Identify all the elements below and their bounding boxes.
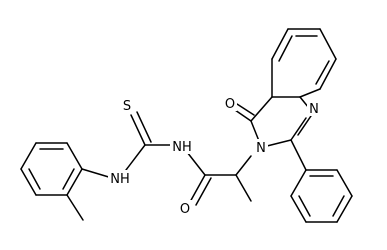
bond xyxy=(186,151,206,176)
bond xyxy=(20,168,37,196)
bond xyxy=(235,155,252,176)
atom-label: N xyxy=(256,141,266,156)
bond xyxy=(66,194,84,221)
bond xyxy=(250,96,273,122)
atom-label: O xyxy=(180,202,190,217)
atom-NH-thiourea-left: NH xyxy=(108,170,132,187)
bond xyxy=(236,103,255,116)
bond xyxy=(195,177,212,206)
bond xyxy=(290,117,307,141)
atom-label: O xyxy=(225,97,235,112)
bond xyxy=(332,195,345,217)
atom-label: NH xyxy=(172,140,192,155)
bond xyxy=(189,174,206,203)
bond xyxy=(66,168,83,196)
bond xyxy=(125,144,146,171)
bond xyxy=(298,195,311,217)
bond xyxy=(297,112,314,136)
bond xyxy=(136,111,152,143)
bond xyxy=(290,195,307,223)
bond xyxy=(66,142,83,170)
atom-N-ring-1: N xyxy=(307,100,321,117)
bond xyxy=(81,168,113,179)
bond xyxy=(336,195,353,223)
bond xyxy=(28,168,41,190)
bond xyxy=(250,120,260,142)
bond xyxy=(20,142,37,170)
atom-label: NH xyxy=(110,172,130,187)
bond xyxy=(266,139,292,147)
bond xyxy=(319,58,337,90)
bond xyxy=(315,60,330,85)
atom-S: S xyxy=(120,97,134,114)
atom-N-ring-3: N xyxy=(254,139,268,156)
bond xyxy=(299,88,321,98)
bond xyxy=(336,169,353,197)
bond xyxy=(278,35,293,62)
bonds xyxy=(20,28,353,223)
bond xyxy=(319,28,337,60)
atom-O-ring: O xyxy=(223,95,237,112)
bond xyxy=(271,28,289,60)
bond xyxy=(235,174,252,202)
atom-labels: S NH NH O N N O xyxy=(108,95,321,217)
atom-O-carbonyl: O xyxy=(178,200,192,217)
atom-label: N xyxy=(309,102,319,117)
bond xyxy=(290,139,307,171)
bond xyxy=(290,169,307,197)
bond xyxy=(62,168,75,190)
bond xyxy=(234,109,252,122)
bond xyxy=(130,114,146,146)
atom-NH-thiourea-right: NH xyxy=(170,138,194,155)
atom-label: S xyxy=(123,99,131,114)
